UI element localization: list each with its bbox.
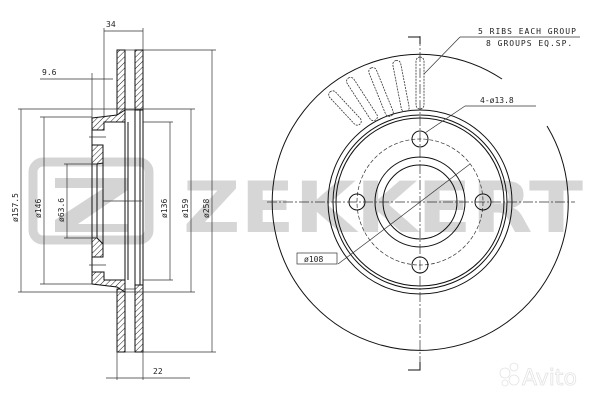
hat-bolt-boss-top <box>91 144 104 165</box>
bolt-circle-label-box <box>296 252 338 265</box>
outer-friction-ring-top <box>116 49 126 116</box>
note-bolt-holes: 4-ø13.8 <box>480 96 514 105</box>
hat-flange-top <box>91 109 126 131</box>
note-ribs-line2: 8 GROUPS EQ.SP. <box>486 39 573 48</box>
avito-logo-text: Avito <box>522 366 577 391</box>
dim-d258: ø258 <box>202 199 211 218</box>
watermark-logo-box <box>28 157 154 245</box>
ventilation-ribs <box>328 56 425 126</box>
inner-friction-ring-bottom <box>134 284 144 353</box>
note-bolt-circle: ø108 <box>304 255 323 264</box>
outer-friction-ring-bottom <box>116 288 126 353</box>
dim-d63-6: ø63.6 <box>57 198 66 222</box>
avito-watermark: Avito <box>499 362 577 391</box>
dim-d159: ø159 <box>181 199 190 218</box>
hat-flange-bottom <box>91 271 126 293</box>
bolt-hole-top <box>411 130 429 148</box>
dim-d136: ø136 <box>160 199 169 218</box>
disc-outer-edge <box>271 53 569 351</box>
zekkert-watermark: ZEKKERT <box>28 157 583 249</box>
front-view: 5 RIBS EACH GROUP 8 GROUPS EQ.SP. 4-ø13.… <box>267 27 580 372</box>
dim-d157-5: ø157.5 <box>11 193 20 222</box>
dim-34: 34 <box>106 20 116 29</box>
dim-22: 22 <box>153 367 163 376</box>
dim-d146: ø146 <box>34 199 43 218</box>
inner-friction-ring-top <box>134 49 144 111</box>
dim-9-6: 9.6 <box>42 68 57 77</box>
section-view: 34 9.6 22 ø157.5 ø146 ø63.6 ø136 ø159 <box>11 20 216 380</box>
note-ribs-line1: 5 RIBS EACH GROUP <box>478 27 577 36</box>
